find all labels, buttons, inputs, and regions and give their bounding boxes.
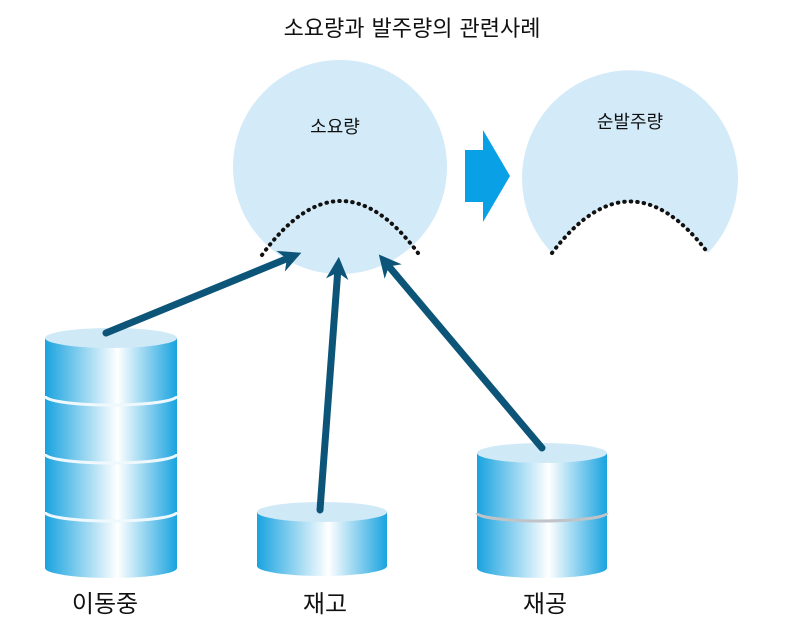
net-order-circle: 순발주량 (522, 70, 739, 255)
requirement-label: 소요량 (310, 117, 360, 138)
in-transit-cylinder (43, 328, 179, 578)
stock-label: 재고 (303, 590, 347, 618)
in-transit-top (45, 328, 177, 348)
wip-label: 재공 (523, 590, 567, 618)
stock-body (257, 512, 387, 576)
wip-cylinder (475, 443, 609, 578)
wip-ring (475, 512, 609, 523)
in-transit-ring-1 (43, 395, 179, 407)
in-transit-flow-arrow (102, 250, 302, 337)
wip-flow-arrow (378, 254, 546, 452)
page-title: 소요량과 발주량의 관련사례 (284, 17, 541, 42)
wip-top (477, 443, 607, 463)
requirement-dotted-arc (260, 199, 420, 257)
in-transit-ring-2 (43, 453, 179, 465)
stock-flow-arrow (316, 256, 349, 514)
requirement-circle: 소요량 (233, 60, 447, 274)
wip-body (477, 453, 607, 578)
net-order-label: 순발주량 (597, 112, 663, 133)
in-transit-ring-3 (43, 511, 179, 523)
net-order-shape (522, 70, 739, 253)
in-transit-body (45, 338, 177, 578)
net-order-dotted-arc (550, 199, 710, 255)
requirement-circle-shape (233, 60, 447, 274)
transition-arrow-icon (465, 130, 510, 222)
stock-cylinder (257, 502, 387, 576)
in-transit-label: 이동중 (72, 590, 138, 618)
